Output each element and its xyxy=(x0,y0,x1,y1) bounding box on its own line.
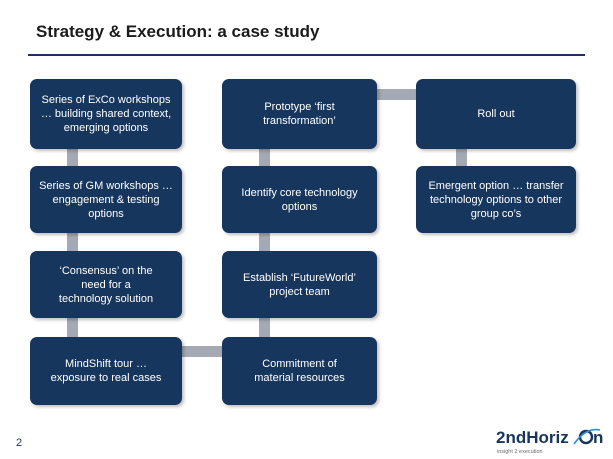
title-divider xyxy=(28,54,585,56)
orbit-o-icon xyxy=(573,428,601,445)
box-gm-workshops-text: Series of GM workshops … engagement & te… xyxy=(39,179,173,220)
box-emergent-option: Emergent option … transfer technology op… xyxy=(416,166,576,233)
box-prototype-text: Prototype ‘first transformation’ xyxy=(263,101,336,127)
page-number: 2 xyxy=(16,437,23,449)
box-exco-workshops-text: Series of ExCo workshops … building shar… xyxy=(40,94,172,134)
box-mindshift-tour-text: MindShift tour … exposure to real cases xyxy=(50,358,162,384)
connector-gm-consensus xyxy=(67,233,78,251)
logo-text-suffix: n xyxy=(593,428,603,447)
logo-text: 2ndHoriz xyxy=(496,428,569,447)
box-roll-out: Roll out xyxy=(416,79,576,149)
connector-futureworld-identify xyxy=(259,233,270,251)
connector-identify-prototype xyxy=(259,149,270,166)
box-gm-workshops: Series of GM workshops … engagement & te… xyxy=(30,166,182,233)
connector-commitment-futureworld xyxy=(259,318,270,337)
box-commitment: Commitment of material resources xyxy=(222,337,377,405)
box-exco-workshops: Series of ExCo workshops … building shar… xyxy=(30,79,182,149)
box-emergent-option-text: Emergent option … transfer technology op… xyxy=(428,179,564,220)
box-mindshift-tour: MindShift tour … exposure to real cases xyxy=(30,337,182,405)
connector-consensus-mindshift xyxy=(67,318,78,337)
connector-mindshift-commitment xyxy=(182,346,222,357)
box-commitment-text: Commitment of material resources xyxy=(254,358,345,384)
box-roll-out-text: Roll out xyxy=(477,108,515,120)
box-consensus: ‘Consensus’ on the need for a technology… xyxy=(30,251,182,318)
box-prototype: Prototype ‘first transformation’ xyxy=(222,79,377,149)
box-futureworld-team-text: Establish ‘FutureWorld’ project team xyxy=(243,271,356,298)
logo-tagline: insight 2 execution xyxy=(497,449,543,455)
connector-exco-gm xyxy=(67,149,78,166)
box-consensus-text: ‘Consensus’ on the need for a technology… xyxy=(58,264,154,305)
box-futureworld-team: Establish ‘FutureWorld’ project team xyxy=(222,251,377,318)
connector-rollout-emergent xyxy=(456,149,467,166)
company-logo: 2ndHoriz n insight 2 execution xyxy=(496,428,603,455)
box-identify-options-text: Identify core technology options xyxy=(241,186,358,213)
box-identify-options: Identify core technology options xyxy=(222,166,377,233)
slide-title: Strategy & Execution: a case study xyxy=(36,22,320,41)
connector-prototype-rollout xyxy=(377,89,416,100)
